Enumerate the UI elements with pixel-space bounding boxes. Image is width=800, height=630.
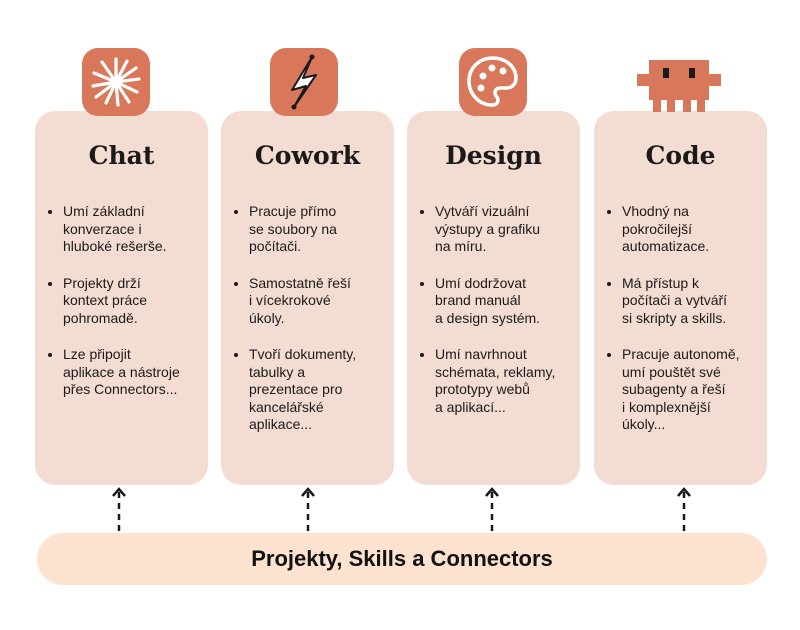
lightning-bolt-icon	[270, 48, 338, 116]
list-item: Samostatně řeší i vícekrokové úkoly.	[249, 275, 388, 328]
list-item: Tvoří dokumenty, tabulky a prezentace pr…	[249, 346, 388, 434]
list-item: Pracuje přímo se soubory na počítači.	[249, 203, 388, 256]
palette-icon	[459, 48, 527, 116]
bullet-list: Umí základní konverzace i hluboké rešerš…	[43, 203, 202, 418]
card-title: Design	[445, 141, 542, 170]
card-title: Code	[645, 141, 716, 170]
sparkle-icon	[82, 48, 150, 116]
list-item: Pracuje autonomě, umí pouštět své subage…	[622, 346, 761, 434]
pixel-robot-icon	[637, 60, 721, 112]
card-title: Cowork	[254, 141, 361, 170]
card-title: Chat	[88, 141, 155, 170]
up-arrow	[485, 487, 499, 531]
list-item: Projekty drží kontext práce pohromadě.	[63, 275, 202, 328]
up-arrow	[112, 487, 126, 531]
list-item: Má přístup k počítači a vytváří si skrip…	[622, 275, 761, 328]
bullet-list: Vytváří vizuální výstupy a grafiku na mí…	[415, 203, 574, 435]
list-item: Vhodný na pokročilejší automatizace.	[622, 203, 761, 256]
list-item: Lze připojit aplikace a nástroje přes Co…	[63, 346, 202, 399]
card-chat: Chat Umí základní konverzace i hluboké r…	[35, 111, 208, 485]
list-item: Vytváří vizuální výstupy a grafiku na mí…	[435, 203, 574, 256]
list-item: Umí navrhnout schémata, reklamy, prototy…	[435, 346, 574, 416]
card-code: Code Vhodný na pokročilejší automatizace…	[594, 111, 767, 485]
card-design: Design Vytváří vizuální výstupy a grafik…	[407, 111, 580, 485]
up-arrow	[301, 487, 315, 531]
list-item: Umí základní konverzace i hluboké rešerš…	[63, 203, 202, 256]
list-item: Umí dodržovat brand manuál a design syst…	[435, 275, 574, 328]
foundation-label: Projekty, Skills a Connectors	[251, 546, 553, 571]
up-arrow	[677, 487, 691, 531]
bullet-list: Vhodný na pokročilejší automatizace. Má …	[602, 203, 761, 453]
bullet-list: Pracuje přímo se soubory na počítači. Sa…	[229, 203, 388, 453]
foundation-bar: Projekty, Skills a Connectors	[37, 533, 767, 585]
card-cowork: Cowork Pracuje přímo se soubory na počít…	[221, 111, 394, 485]
